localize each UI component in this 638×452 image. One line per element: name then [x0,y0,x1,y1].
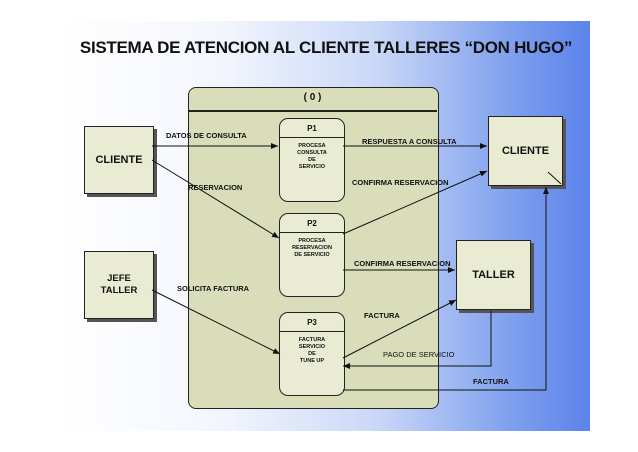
process-p3-divider [280,331,344,332]
entity-jefe-taller: JEFE TALLER [84,251,154,319]
flow-label-solicita-factura: SOLICITA FACTURA [177,284,250,293]
entity-cliente-source: CLIENTE [84,126,154,194]
flow-label-respuesta-consulta: RESPUESTA A CONSULTA [362,137,457,146]
process-p3-text: FACTURA SERVICIO DE TUNE UP [298,337,326,364]
process-p3: P3 FACTURA SERVICIO DE TUNE UP [279,312,345,396]
entity-jefe-taller-label: JEFE TALLER [100,273,138,296]
arrow-confirma-reservacion-cliente [342,170,488,235]
flow-label-pago-servicio: PAGO DE SERVICIO [383,350,455,359]
flow-label-factura-taller: FACTURA [364,311,400,320]
process-p3-id: P3 [307,318,317,327]
entity-taller: TALLER [456,240,531,310]
entity-cliente-source-label: CLIENTE [95,154,143,166]
process-p1: P1 PROCESA CONSULTA DE SERVICIO [279,118,345,202]
arrow-reservacion [151,159,280,239]
process-p1-text: PROCESA CONSULTA DE SERVICIO [297,143,327,170]
arrow-solicita-factura [151,289,281,355]
flow-label-reservacion: RESERVACION [188,183,243,192]
process-p2-text: PROCESA RESERVACION DE SERVICIO [292,238,332,258]
process-p1-divider [280,137,344,138]
arrow-factura-cliente [343,187,549,391]
diagram-title: SISTEMA DE ATENCION AL CLIENTE TALLERES … [79,38,573,57]
process-p2-id: P2 [307,219,317,228]
flow-label-confirma-reservacion-cliente: CONFIRMA RESERVACION [352,178,449,187]
flow-label-datos-consulta: DATOS DE CONSULTA [166,131,247,140]
arrow-factura-taller [342,299,457,359]
entity-taller-label: TALLER [472,269,515,281]
process-p1-id: P1 [307,124,317,133]
flow-label-confirma-reservacion-taller: CONFIRMA RESERVACION [354,259,451,268]
system-header-divider [188,110,437,112]
system-label: ( 0 ) [303,92,322,103]
cliente-sink-corner-mark [547,171,562,185]
entity-cliente-sink-label: CLIENTE [501,145,550,157]
process-p2-divider [280,232,344,233]
arrow-pago-servicio [343,311,492,369]
flow-label-factura-cliente: FACTURA [473,377,509,386]
process-p2: P2 PROCESA RESERVACION DE SERVICIO [279,213,345,297]
